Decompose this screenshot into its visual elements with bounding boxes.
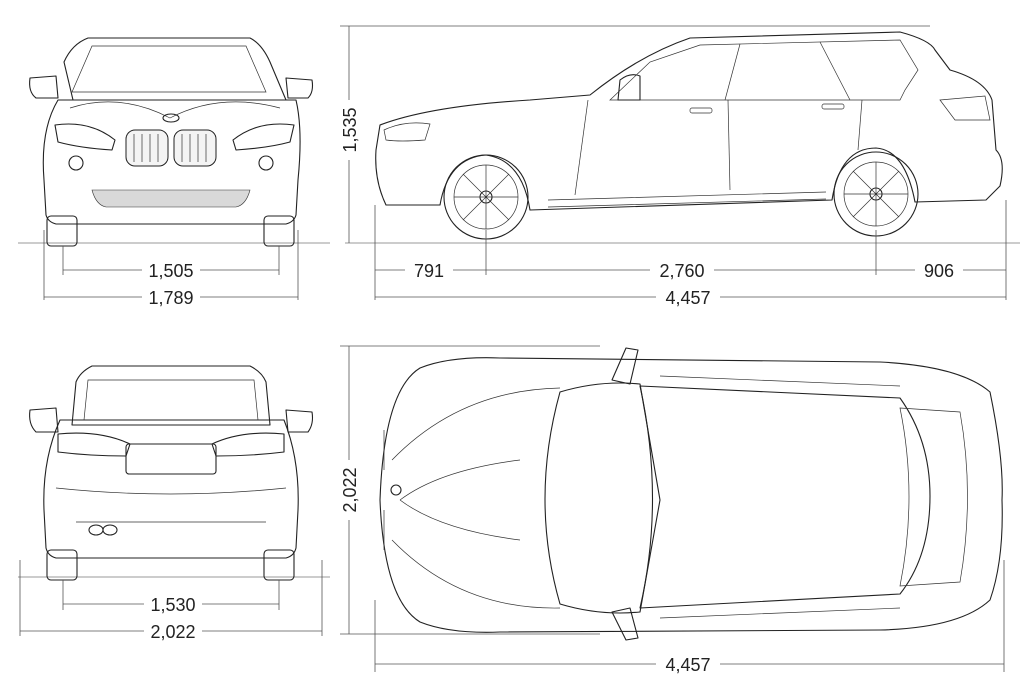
front-grille-right (173, 129, 217, 167)
side-rear-wheel (833, 151, 919, 237)
rear-right-tail-light (211, 432, 285, 457)
top-rear-window (899, 407, 968, 587)
rear-right-mirror (285, 409, 314, 433)
rear-roof (71, 365, 271, 426)
rear-window (83, 379, 259, 421)
front-track-label: 1,505 (148, 261, 193, 281)
front-body (42, 99, 301, 225)
rear-view: 1,530 2,022 (18, 365, 330, 642)
front-width-label: 1,789 (148, 288, 193, 308)
top-right-mirror (611, 607, 639, 641)
rear-exhaust-left (88, 524, 104, 536)
top-view: 2,022 4,457 (334, 345, 1005, 675)
top-hood (391, 387, 561, 609)
rear-body (43, 419, 299, 559)
side-mirror (617, 74, 641, 101)
front-right-mirror (285, 77, 314, 99)
front-right-fog-lamp (258, 155, 274, 171)
front-lower-intake (91, 189, 251, 208)
front-right-headlight (232, 123, 295, 151)
side-body (375, 31, 1003, 211)
front-view: 1,505 1,789 (18, 37, 330, 308)
top-roof (639, 385, 931, 609)
rear-left-mirror (29, 407, 59, 433)
side-windows (609, 39, 919, 101)
side-wheelbase-label: 2,760 (659, 261, 704, 281)
front-badge (162, 113, 180, 123)
front-left-fog-lamp (68, 155, 84, 171)
top-length-label: 4,457 (665, 655, 710, 675)
side-height-label: 1,535 (340, 107, 360, 152)
rear-left-tail-light (57, 432, 131, 457)
side-front-overhang-label: 791 (414, 261, 444, 281)
front-left-headlight (54, 123, 116, 151)
rear-right-tyre (263, 549, 295, 581)
front-left-tyre (46, 215, 78, 247)
rear-plate-recess (125, 443, 217, 475)
rear-width-label: 2,022 (150, 622, 195, 642)
side-length-label: 4,457 (665, 288, 710, 308)
rear-left-tyre (46, 549, 78, 581)
front-grille-left (125, 129, 169, 167)
top-left-mirror (611, 347, 639, 385)
rear-exhaust-right (102, 524, 118, 536)
top-body (379, 357, 1003, 633)
rear-track-label: 1,530 (150, 595, 195, 615)
front-right-tyre (263, 215, 295, 247)
top-width-label: 2,022 (340, 467, 360, 512)
top-windshield (544, 382, 661, 614)
front-left-mirror (29, 75, 59, 99)
side-front-wheel (443, 154, 529, 240)
top-badge (390, 484, 402, 496)
side-rear-overhang-label: 906 (924, 261, 954, 281)
front-roof (63, 37, 287, 101)
side-view: 1,535 791 2,760 906 4,457 (334, 25, 1020, 308)
